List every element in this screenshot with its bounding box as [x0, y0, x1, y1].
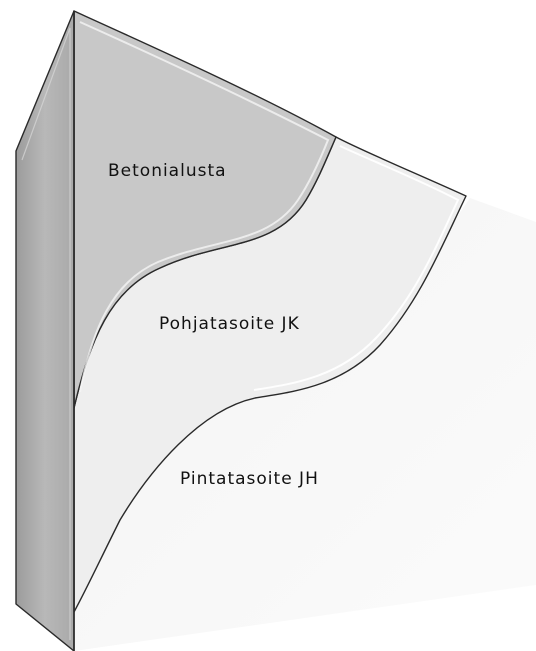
concrete-edge-highlight [79, 21, 330, 393]
side-face-edge-line [21, 27, 71, 640]
top-coating-label: Pintatasoite JH [180, 469, 319, 489]
base-coating-label: Pohjatasoite JK [159, 314, 300, 334]
base-edge-highlight [253, 145, 460, 391]
concrete-base-label: Betonialusta [108, 161, 227, 181]
block-side-face [15, 10, 75, 651]
top-coating-layer [74, 198, 536, 651]
